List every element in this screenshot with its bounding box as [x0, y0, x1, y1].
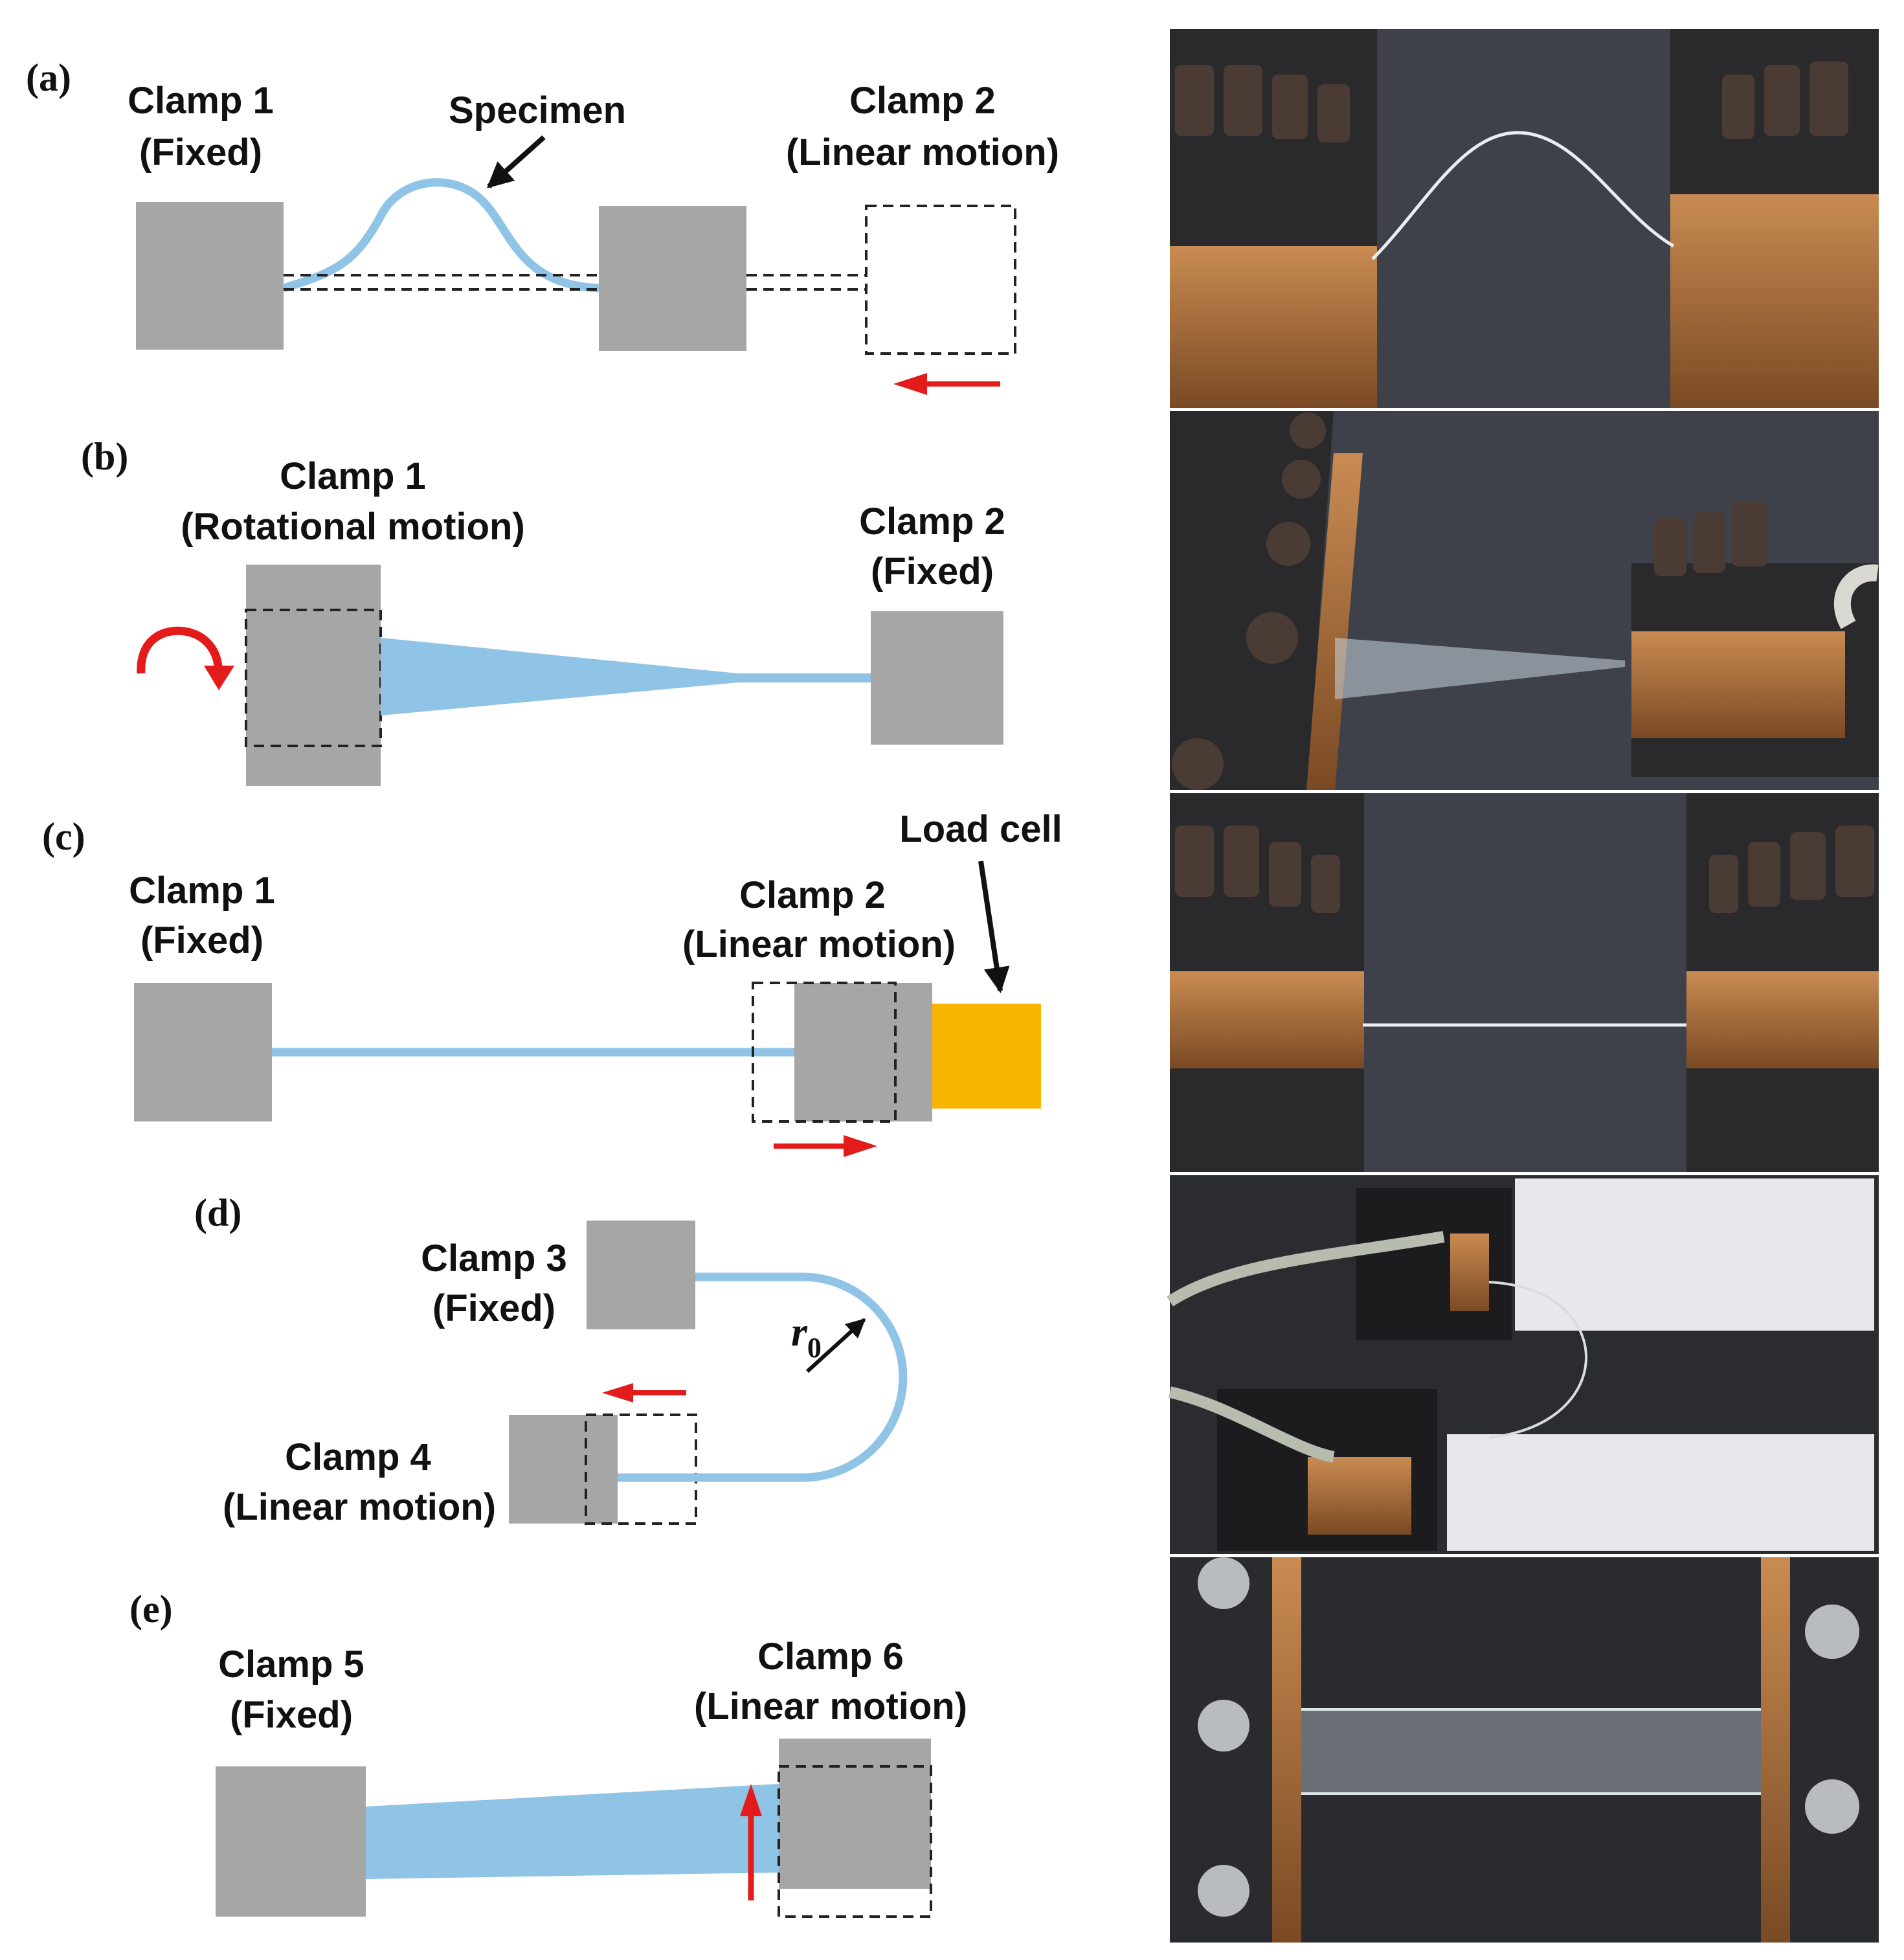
clamp1-b-title: Clamp 1: [280, 455, 426, 497]
specimen-pointer-arrow: [487, 135, 546, 188]
clamp5-e-title: Clamp 5: [218, 1643, 364, 1685]
clamp1-b-block: [246, 565, 381, 786]
specimen-b-twisted: [381, 638, 871, 715]
photo-buckling-test: [1170, 29, 1879, 408]
specimen-label: Specimen: [449, 89, 626, 131]
clamp4-d-block: [509, 1415, 618, 1524]
photo-twisting-test: [1170, 411, 1879, 790]
clamp2-a-initial-position: [865, 205, 1016, 355]
clamp2-b-block: [871, 611, 1003, 745]
rotation-arrow-b: [137, 626, 234, 690]
clamp2-a-title: Clamp 2: [849, 80, 996, 122]
clamp2-b-title: Clamp 2: [859, 501, 1005, 543]
clamp3-d-block: [587, 1221, 695, 1329]
clamp1-b-subtitle: (Rotational motion): [181, 506, 525, 548]
clamp3-d-title: Clamp 3: [421, 1237, 567, 1279]
clamp6-e-block: [779, 1739, 931, 1889]
clamp2-c-block: [794, 983, 932, 1121]
panel-d: (d) Clamp 3 (Fixed) Clamp 4 (Linear moti…: [194, 1191, 908, 1528]
motion-arrow-a: [893, 373, 1000, 395]
clamp1-a-subtitle: (Fixed): [139, 131, 262, 174]
specimen-a-original-outline: [284, 274, 866, 291]
panel-a: (a) Clamp 1 (Fixed) Specimen Clamp 2 (Li…: [26, 56, 1059, 395]
photo-tensile-test: [1170, 793, 1879, 1172]
clamp1-a-block: [136, 202, 284, 350]
panel-e: (e) Clamp 5 (Fixed) Clamp 6 (Linear moti…: [129, 1588, 967, 1918]
panel-d-label: (d): [194, 1191, 241, 1234]
clamp2-c-subtitle: (Linear motion): [682, 923, 956, 965]
motion-arrow-e: [740, 1784, 762, 1900]
clamp4-d-title: Clamp 4: [285, 1436, 431, 1478]
panel-e-label: (e): [129, 1588, 173, 1630]
clamp6-e-title: Clamp 6: [757, 1636, 904, 1678]
clamp2-c-title: Clamp 2: [739, 874, 886, 916]
clamp1-c-block: [134, 983, 272, 1121]
load-cell-pointer-arrow: [978, 861, 1010, 993]
clamp5-e-block: [216, 1766, 366, 1917]
panel-b-label: (b): [81, 435, 128, 478]
clamp2-a-subtitle: (Linear motion): [786, 131, 1059, 174]
specimen-a-buckled: [282, 178, 599, 293]
panel-c-label: (c): [42, 815, 85, 858]
clamp2-b-subtitle: (Fixed): [871, 550, 994, 592]
specimen-e-sheared: [366, 1784, 779, 1879]
panel-a-label: (a): [26, 56, 71, 99]
clamp3-d-subtitle: (Fixed): [432, 1287, 555, 1329]
load-cell-block: [932, 1004, 1041, 1109]
clamp4-d-initial-position: [585, 1414, 697, 1525]
panel-b: (b) Clamp 1 (Rotational motion) Clamp 2 …: [81, 435, 1005, 786]
clamp2-c-initial-position: [752, 982, 897, 1123]
clamp6-e-subtitle: (Linear motion): [694, 1685, 967, 1728]
clamp2-a-block: [599, 206, 746, 351]
clamp1-c-title: Clamp 1: [129, 870, 275, 912]
clamp1-a-title: Clamp 1: [128, 80, 274, 122]
radius-label: r0: [791, 1309, 822, 1364]
motion-arrow-c: [774, 1135, 877, 1157]
load-cell-label: Load cell: [899, 808, 1062, 850]
clamp6-e-initial-position: [778, 1765, 932, 1918]
clamp5-e-subtitle: (Fixed): [230, 1694, 353, 1736]
motion-arrow-d: [602, 1383, 686, 1402]
photo-shear-test: [1170, 1557, 1879, 1943]
radius-arrow: [805, 1318, 866, 1373]
specimen-d-folded: [618, 1272, 908, 1482]
panel-c: (c) Load cell Clamp 1 (Fixed) Clamp 2 (L…: [42, 808, 1062, 1157]
clamp4-d-subtitle: (Linear motion): [223, 1486, 496, 1528]
photo-folding-test: [1167, 1175, 1879, 1554]
clamp1-c-subtitle: (Fixed): [140, 919, 263, 962]
